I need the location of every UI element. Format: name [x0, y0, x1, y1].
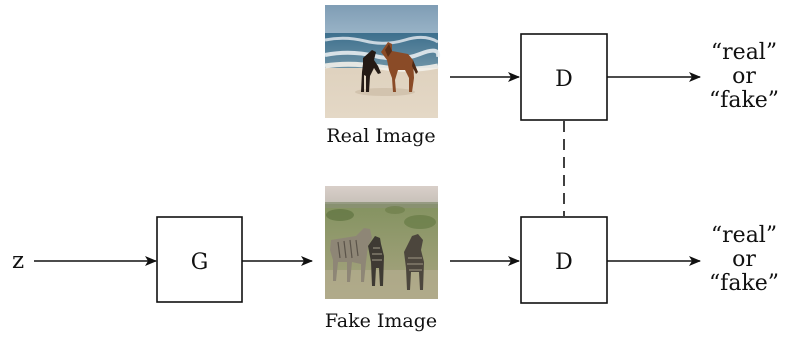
top-output-text: “real” or “fake”: [709, 40, 779, 113]
real-image: [324, 5, 441, 118]
discriminator-top-node: D: [520, 33, 608, 121]
fake-image-caption: Fake Image: [325, 310, 437, 332]
top-output-or: or: [732, 64, 756, 89]
discriminator-top-box: [520, 33, 608, 121]
discriminator-bottom-label: D: [555, 250, 573, 275]
bottom-output-text: “real” or “fake”: [709, 223, 779, 296]
discriminator-top-label: D: [555, 67, 573, 92]
top-output-fake: “fake”: [709, 88, 779, 113]
generator-node: G: [156, 216, 243, 303]
generator-label: G: [191, 250, 209, 275]
real-image-caption: Real Image: [326, 125, 435, 147]
z-input-label: z: [12, 248, 24, 274]
fake-image: [325, 186, 438, 299]
discriminator-bottom-node: D: [520, 216, 608, 304]
top-output-real: “real”: [711, 40, 777, 65]
discriminator-bottom-box: [520, 216, 608, 304]
bottom-output-or: or: [732, 247, 756, 272]
bottom-output-real: “real”: [711, 223, 777, 248]
bottom-output-fake: “fake”: [709, 271, 779, 296]
generator-box: [156, 216, 243, 303]
